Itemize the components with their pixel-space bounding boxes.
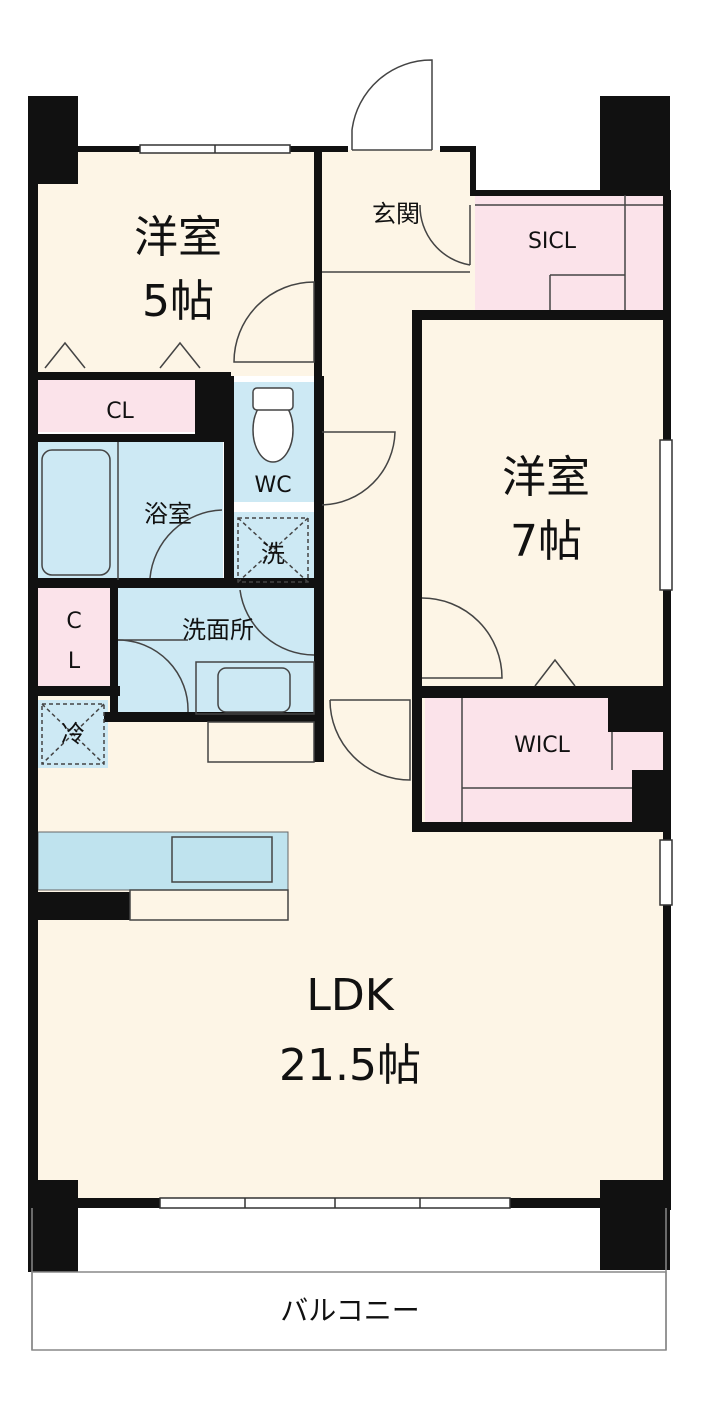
floors: [37, 150, 663, 1200]
fixtures: [31, 59, 667, 1351]
cl-side-label-l: L: [68, 649, 81, 674]
ldk-size: 21.5帖: [279, 1040, 421, 1091]
wicl-label: WICL: [514, 733, 571, 758]
cl-top-floor: [38, 380, 203, 432]
sicl-label: SICL: [528, 229, 577, 254]
western-room-5-name: 洋室: [134, 212, 222, 263]
bath-floor: [38, 442, 223, 580]
washer-label: 洗: [261, 540, 285, 568]
entrance-label: 玄関: [372, 200, 420, 228]
western-room-7-size: 7帖: [510, 516, 582, 567]
toilet-label: WC: [254, 473, 291, 498]
balcony-label: バルコニー: [280, 1294, 419, 1327]
windows: [139, 144, 673, 1209]
western-room-5-floor: [38, 150, 320, 376]
washroom-floor: [118, 588, 314, 718]
sicl-floor: [475, 195, 663, 310]
kitchen-counter: [37, 831, 289, 891]
washroom-label: 洗面所: [182, 616, 254, 644]
ldk-name: LDK: [306, 970, 394, 1021]
bathroom-label: 浴室: [144, 500, 192, 528]
western-room-7-floor: [420, 318, 663, 690]
labels: 洋室 5帖 玄関 SICL CL 洋室 7帖 WC 浴室 洗 C L 洗面所 冷…: [61, 200, 590, 1327]
western-room-7-name: 洋室: [502, 452, 590, 503]
cl-side-floor: [38, 588, 110, 688]
cl-top-label: CL: [106, 399, 134, 424]
fridge-label: 冷: [61, 720, 85, 748]
western-room-5-size: 5帖: [142, 276, 214, 327]
cl-side-label-c: C: [66, 609, 81, 634]
